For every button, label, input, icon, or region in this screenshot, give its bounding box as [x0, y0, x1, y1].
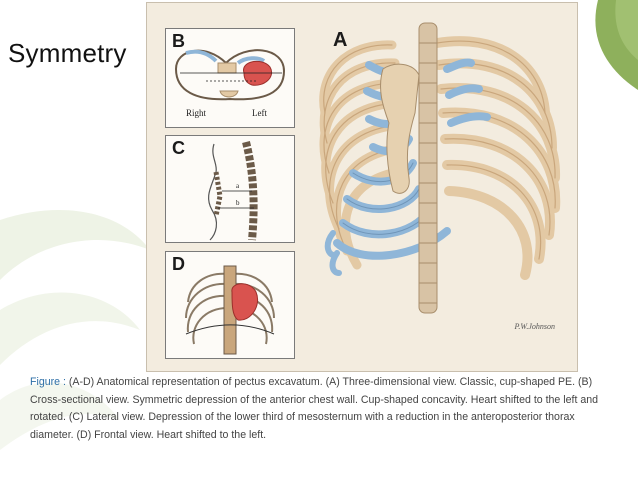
panel-d-frontal-view: D	[165, 251, 295, 359]
corner-swoosh-decoration	[595, 0, 638, 90]
measure-b-label: b	[236, 199, 240, 207]
panel-d-label: D	[172, 254, 185, 274]
measure-a-label: a	[236, 182, 240, 190]
panel-c-lateral-view: a b C	[165, 135, 295, 243]
figure-caption: Figure : (A-D) Anatomical representation…	[30, 374, 600, 444]
cross-section-illustration	[174, 49, 286, 101]
left-side-label: Left	[252, 108, 267, 118]
left-swoosh-decoration	[0, 210, 150, 450]
panel-b-cross-section: B Right Left	[165, 28, 295, 128]
spine	[418, 22, 438, 314]
lateral-view-illustration: a b	[208, 141, 258, 241]
frontal-view-illustration	[185, 265, 275, 355]
panel-a-label: A	[333, 29, 348, 51]
heart-shape-frontal	[231, 283, 258, 321]
anatomy-figure: A B Right Left a b C	[146, 2, 578, 372]
caption-label: Figure :	[30, 376, 66, 388]
sternum	[380, 63, 420, 194]
panel-b-label: B	[172, 31, 185, 51]
rib-cage-illustration	[319, 22, 561, 314]
caption-text: (A-D) Anatomical representation of pectu…	[30, 376, 599, 441]
panel-c-label: C	[172, 138, 185, 158]
artist-signature: P.W.Johnson	[514, 322, 555, 331]
slide-title: Symmetry	[8, 38, 127, 68]
right-side-label: Right	[186, 108, 207, 118]
